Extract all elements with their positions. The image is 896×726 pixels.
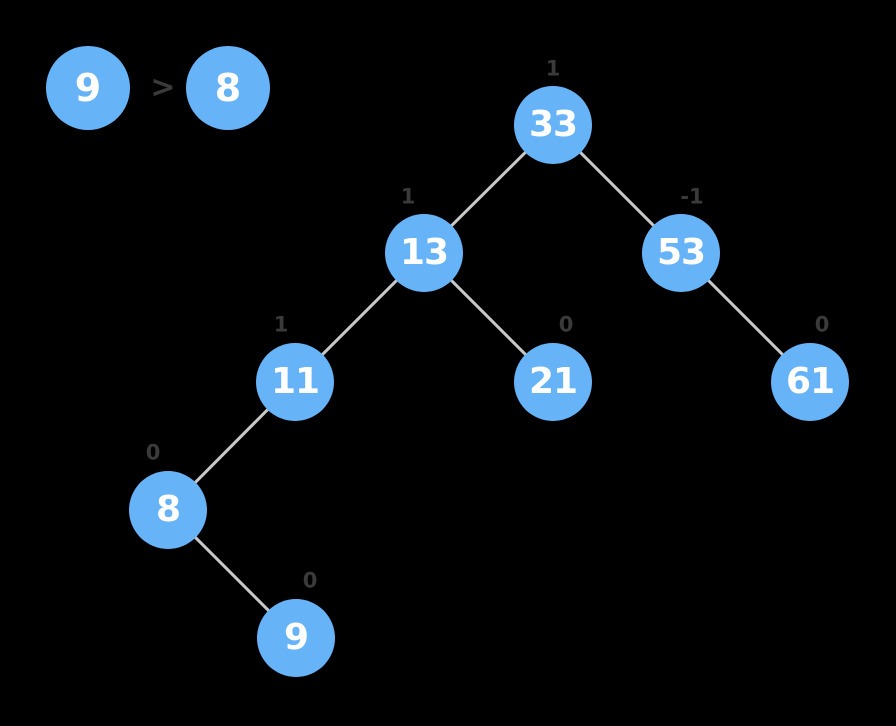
balance-factor-label-21: 0 — [558, 312, 574, 337]
tree-edge — [192, 534, 272, 614]
tree-edge — [705, 277, 786, 358]
tree-node-8[interactable]: 8 — [129, 471, 207, 549]
balance-factor-label-33: 1 — [545, 56, 561, 81]
tree-node-21[interactable]: 21 — [514, 343, 592, 421]
balance-factor-label-53: -1 — [680, 184, 704, 209]
tree-node-61[interactable]: 61 — [771, 343, 849, 421]
tree-node-11[interactable]: 11 — [256, 343, 334, 421]
tree-edge — [577, 149, 657, 229]
balance-factor-label-11: 1 — [273, 312, 289, 337]
comparison-operator: > — [150, 70, 176, 105]
tree-node-53[interactable]: 53 — [642, 214, 720, 292]
balance-factor-label-8: 0 — [145, 440, 161, 465]
balance-factor-label-9: 0 — [302, 568, 318, 593]
tree-node-13[interactable]: 13 — [385, 214, 463, 292]
comparison-left-node[interactable]: 9 — [46, 46, 130, 130]
balance-factor-label-61: 0 — [814, 312, 830, 337]
tree-edge — [448, 149, 529, 229]
tree-node-9[interactable]: 9 — [257, 599, 335, 677]
comparison-right-node[interactable]: 8 — [186, 46, 270, 130]
tree-edge — [448, 277, 529, 358]
tree-edge — [319, 277, 400, 358]
tree-node-33[interactable]: 33 — [514, 86, 592, 164]
balance-factor-label-13: 1 — [400, 184, 416, 209]
tree-edge — [192, 406, 271, 486]
